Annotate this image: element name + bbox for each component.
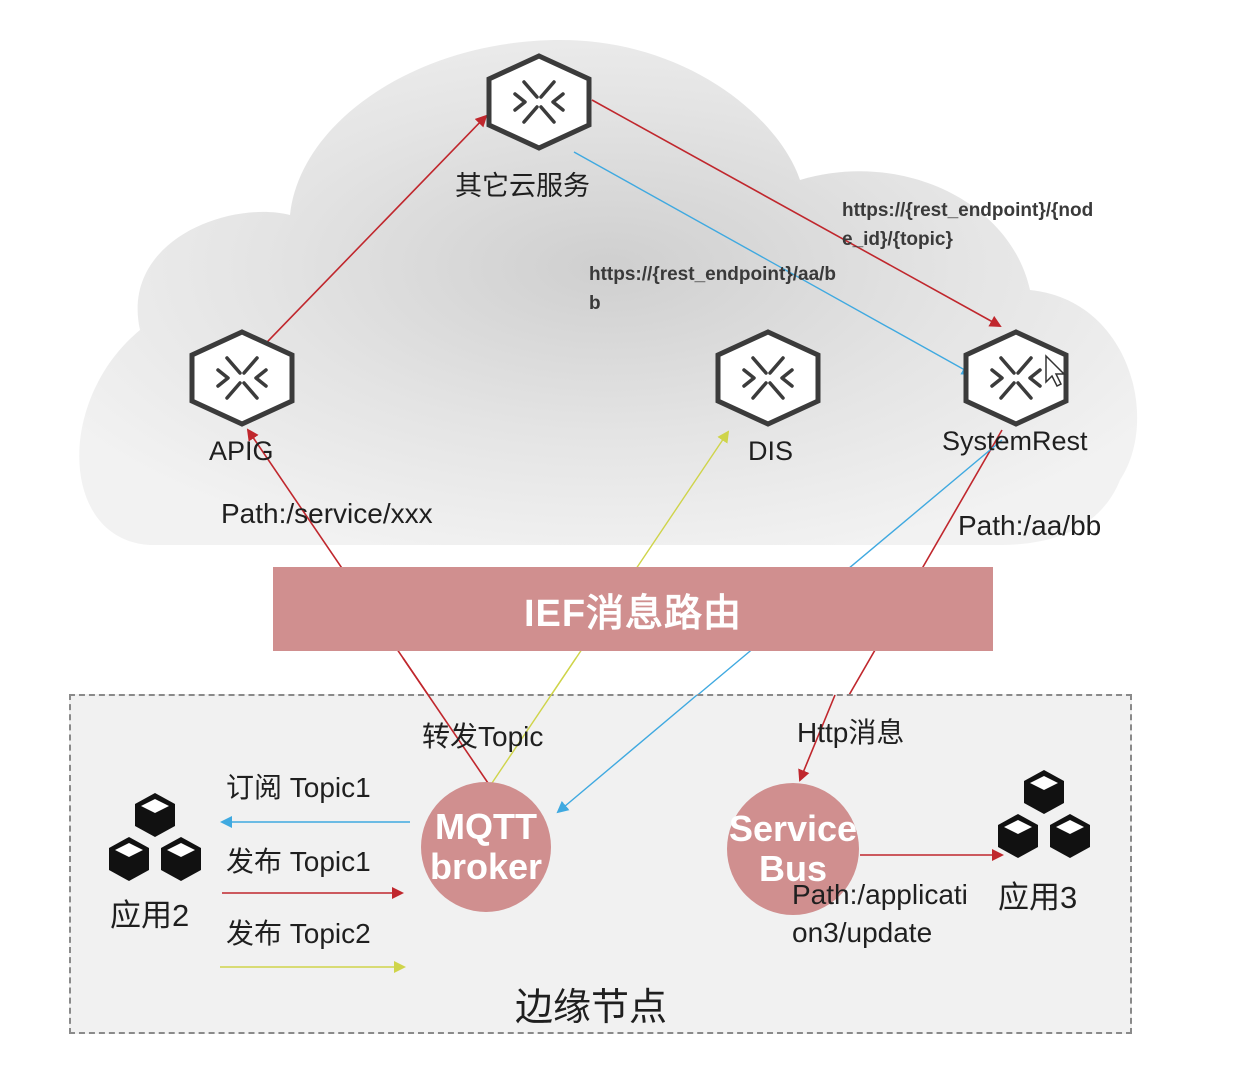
- path-aabb-label: Path:/aa/bb: [958, 510, 1102, 541]
- app3-label: 应用3: [998, 880, 1078, 915]
- service-bus-node: Service Bus: [727, 783, 859, 915]
- other-services-icon: [486, 53, 592, 151]
- subscribe-topic1-label: 订阅 Topic1: [226, 772, 371, 803]
- app3-cubes-icon: [998, 770, 1090, 858]
- path-service-label: Path:/service/xxx: [221, 498, 433, 529]
- dis-icon: [715, 329, 821, 427]
- url-line: https://{rest_endpoint}/aa/b: [589, 264, 837, 285]
- url-line: b: [589, 293, 601, 314]
- service-bus-label-line: Bus: [758, 848, 827, 889]
- url-to-systemrest: https://{rest_endpoint}/{nod e_id}/{topi…: [842, 196, 1093, 254]
- arrow-other-services-to-systemrest: [591, 99, 1002, 327]
- route-bar-label: IEF消息路由: [523, 592, 743, 635]
- path-app3-label: Path:/applicati on3/update: [792, 876, 968, 952]
- arrow-systemrest-to-service-bus-segment: [798, 694, 836, 782]
- url-line: e_id}/{topic}: [842, 229, 953, 250]
- url-line: https://{rest_endpoint}/{nod: [842, 200, 1094, 221]
- mouse-cursor-icon: [1045, 354, 1066, 388]
- arrow-mqtt-to-dis-segment: [491, 657, 577, 784]
- apig-label: APIG: [209, 436, 274, 466]
- other-services-label: 其它云服务: [455, 171, 590, 201]
- mqtt-label-line: MQTT: [435, 806, 537, 847]
- apig-icon: [189, 329, 295, 427]
- dis-label: DIS: [748, 436, 794, 466]
- service-bus-label-line: Service: [728, 808, 858, 849]
- path-app3-line: Path:/applicati: [792, 879, 968, 910]
- arrow-systemrest-to-mqtt-segment: [556, 694, 698, 814]
- url-aa-bb: https://{rest_endpoint}/aa/b b: [589, 260, 836, 318]
- cloud-shape: [79, 40, 1138, 545]
- http-message-label: Http消息: [797, 717, 905, 748]
- arrow-apig-to-other-services: [239, 114, 488, 371]
- publish-topic2-label: 发布 Topic2: [226, 918, 371, 949]
- app2-cubes-icon: [109, 793, 201, 881]
- app2-label: 应用2: [110, 898, 190, 933]
- edge-node-box: [69, 694, 1132, 1034]
- systemrest-icon: [963, 329, 1069, 427]
- publish-topic1-label: 发布 Topic1: [226, 846, 371, 877]
- forward-topic-label: 转发Topic: [422, 721, 544, 752]
- arrow-other-services-to-systemrest-blue: [573, 151, 974, 375]
- path-app3-line: on3/update: [792, 917, 933, 948]
- ief-message-routing-bar: IEF消息路由: [273, 567, 993, 651]
- mqtt-broker-node: MQTT broker: [421, 782, 551, 912]
- edge-node-title: 边缘节点: [515, 987, 668, 1029]
- mqtt-label-line: broker: [429, 846, 543, 887]
- arrow-mqtt-to-apig-segment: [402, 657, 489, 784]
- systemrest-label: SystemRest: [942, 426, 1088, 456]
